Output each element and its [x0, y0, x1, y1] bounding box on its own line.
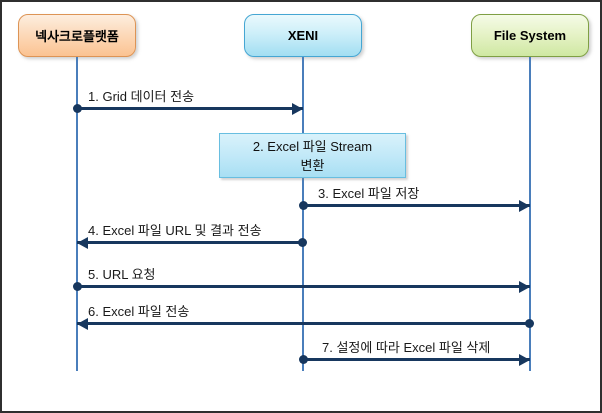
- arrowhead-right-icon: [519, 280, 530, 293]
- arrow-line: [77, 285, 530, 288]
- message-7-label: 7. 설정에 따라 Excel 파일 삭제: [322, 340, 491, 355]
- message-7-arrow: [299, 353, 530, 366]
- lifeline-nexacro-platform: [76, 57, 78, 371]
- arrowhead-right-icon: [519, 199, 530, 212]
- message-5-arrow: [73, 280, 530, 293]
- process-box-line1: 2. Excel 파일 Stream: [252, 138, 373, 154]
- arrow-line: [77, 241, 303, 244]
- actor-box-xeni: XENI: [244, 14, 362, 57]
- message-6-arrow: [77, 317, 534, 330]
- arrowhead-right-icon: [292, 102, 303, 115]
- arrow-source-dot: [298, 238, 307, 247]
- process-box-excel-stream: 2. Excel 파일 Stream 변환: [219, 133, 406, 178]
- message-3-label: 3. Excel 파일 저장: [318, 186, 420, 201]
- arrowhead-right-icon: [519, 353, 530, 366]
- actor-box-nexacro-platform: 넥사크로플랫폼: [18, 14, 136, 57]
- message-1-label: 1. Grid 데이터 전송: [88, 89, 195, 104]
- arrow-line: [303, 204, 530, 207]
- arrowhead-left-icon: [77, 236, 88, 249]
- message-4-label: 4. Excel 파일 URL 및 결과 전송: [88, 223, 262, 238]
- arrow-source-dot: [525, 319, 534, 328]
- lifeline-file-system: [529, 57, 531, 371]
- lifeline-xeni: [302, 57, 304, 371]
- message-5-label: 5. URL 요청: [88, 267, 156, 282]
- arrow-source-dot: [299, 355, 308, 364]
- message-4-arrow: [77, 236, 307, 249]
- arrow-line: [303, 358, 530, 361]
- arrow-source-dot: [299, 201, 308, 210]
- arrowhead-left-icon: [77, 317, 88, 330]
- actor-label-file-system: File System: [493, 28, 567, 43]
- actor-box-file-system: File System: [471, 14, 589, 57]
- arrow-source-dot: [73, 104, 82, 113]
- arrow-source-dot: [73, 282, 82, 291]
- message-1-arrow: [73, 102, 303, 115]
- message-6-label: 6. Excel 파일 전송: [88, 304, 190, 319]
- actor-label-xeni: XENI: [287, 28, 319, 43]
- process-box-line2: 변환: [300, 157, 325, 173]
- arrow-line: [77, 107, 303, 110]
- arrow-line: [77, 322, 530, 325]
- message-3-arrow: [299, 199, 530, 212]
- actor-label-nexacro-platform: 넥사크로플랫폼: [35, 29, 119, 44]
